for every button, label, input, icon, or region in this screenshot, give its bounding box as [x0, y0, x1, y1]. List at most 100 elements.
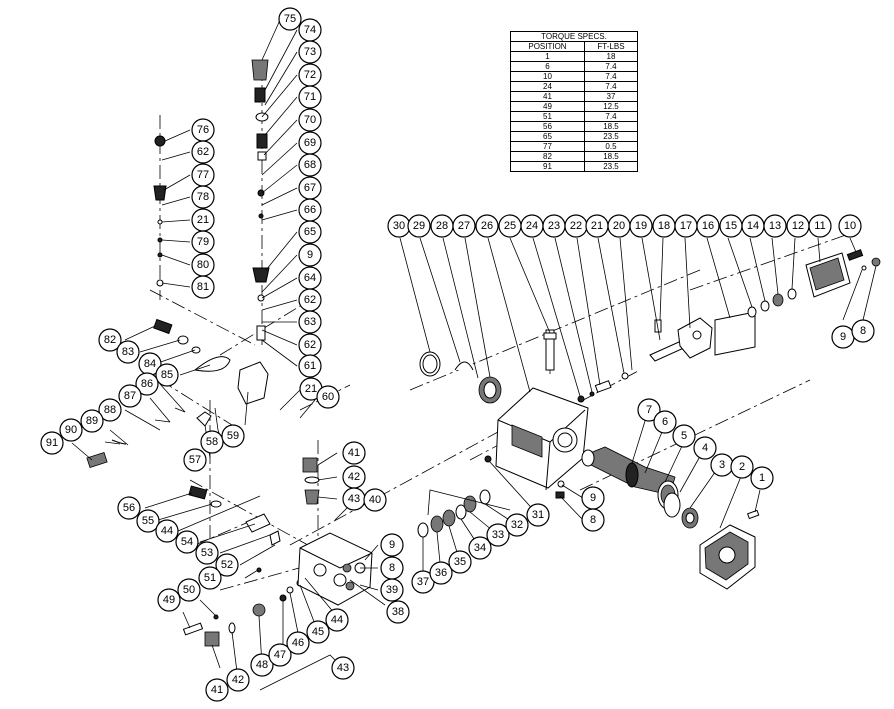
callout-42: 42 [226, 668, 250, 692]
callout-60: 60 [316, 385, 340, 409]
callout-circle [526, 503, 550, 527]
callout-circle [191, 230, 215, 254]
callout-43: 43 [342, 487, 366, 511]
ft-lbs-cell: 7.4 [583, 81, 639, 92]
callout-circle [851, 319, 875, 343]
callout-number: 59 [227, 430, 239, 442]
position-cell: 91 [510, 161, 585, 172]
callout-9: 9 [380, 533, 404, 557]
callout-number: 57 [189, 454, 201, 466]
callout-20: 20 [607, 214, 631, 238]
callout-73: 73 [298, 40, 322, 64]
callout-circle [380, 578, 404, 602]
callout-circle [306, 620, 330, 644]
callout-88: 88 [98, 398, 122, 422]
callout-number: 53 [201, 547, 213, 559]
callout-circle [629, 214, 653, 238]
callout-number: 21 [197, 214, 209, 226]
callout-circle [268, 643, 292, 667]
callout-number: 75 [284, 13, 296, 25]
callout-89: 89 [80, 409, 104, 433]
callout-number: 23 [548, 220, 560, 232]
callout-circle [118, 384, 142, 408]
callout-circle [40, 431, 64, 455]
callout-1: 1 [750, 466, 774, 490]
callout-79: 79 [191, 230, 215, 254]
callout-8: 8 [581, 508, 605, 532]
callout-84: 84 [138, 352, 162, 376]
callout-number: 64 [304, 272, 316, 284]
callout-39: 39 [380, 578, 404, 602]
callout-number: 43 [348, 493, 360, 505]
callout-number: 37 [417, 576, 429, 588]
callout-number: 51 [204, 572, 216, 584]
callout-number: 44 [331, 614, 343, 626]
callout-9: 9 [298, 243, 322, 267]
callout-number: 9 [307, 249, 313, 261]
callout-number: 15 [725, 220, 737, 232]
callout-45: 45 [306, 620, 330, 644]
callout-23: 23 [542, 214, 566, 238]
callout-circle [298, 243, 322, 267]
callout-42: 42 [342, 465, 366, 489]
callout-number: 5 [681, 430, 687, 442]
ft-lbs-cell: 7.4 [583, 71, 639, 82]
callout-circle [117, 496, 141, 520]
callout-number: 78 [197, 191, 209, 203]
callout-number: 84 [144, 358, 156, 370]
position-cell: 6 [510, 61, 585, 72]
callout-number: 8 [860, 325, 866, 337]
callout-65: 65 [298, 220, 322, 244]
callout-41: 41 [205, 678, 229, 702]
callout-5: 5 [672, 424, 696, 448]
callout-number: 6 [662, 416, 668, 428]
callout-number: 25 [504, 220, 516, 232]
callout-number: 90 [65, 424, 77, 436]
callout-67: 67 [298, 176, 322, 200]
callout-2: 2 [730, 455, 754, 479]
position-cell: 41 [510, 91, 585, 102]
callout-number: 21 [591, 220, 603, 232]
callout-number: 20 [613, 220, 625, 232]
callout-number: 47 [274, 649, 286, 661]
callout-74: 74 [298, 18, 322, 42]
callout-number: 72 [304, 69, 316, 81]
callout-8: 8 [380, 556, 404, 580]
callout-3: 3 [710, 453, 734, 477]
callout-number: 76 [197, 124, 209, 136]
callout-circle [672, 424, 696, 448]
callout-68: 68 [298, 153, 322, 177]
callout-circle [198, 566, 222, 590]
callout-circle [331, 656, 355, 680]
callout-number: 32 [511, 519, 523, 531]
callout-circle [581, 508, 605, 532]
callout-37: 37 [411, 570, 435, 594]
callout-number: 24 [526, 220, 538, 232]
callout-circle [191, 185, 215, 209]
callout-circle [696, 214, 720, 238]
callout-90: 90 [59, 418, 83, 442]
callout-13: 13 [763, 214, 787, 238]
position-cell: 49 [510, 101, 585, 112]
callout-82: 82 [98, 328, 122, 352]
callout-76: 76 [191, 118, 215, 142]
callout-circle [98, 398, 122, 422]
callout-44: 44 [155, 519, 179, 543]
callout-circle [693, 436, 717, 460]
callout-22: 22 [564, 214, 588, 238]
callout-number: 42 [232, 674, 244, 686]
ft-lbs-cell: 12.5 [583, 101, 639, 112]
callout-33: 33 [486, 523, 510, 547]
position-cell: 51 [510, 111, 585, 122]
callout-circle [448, 550, 472, 574]
callout-circle [59, 418, 83, 442]
callout-circle [363, 488, 387, 512]
torque-table-title: TORQUE SPECS. [510, 31, 638, 41]
